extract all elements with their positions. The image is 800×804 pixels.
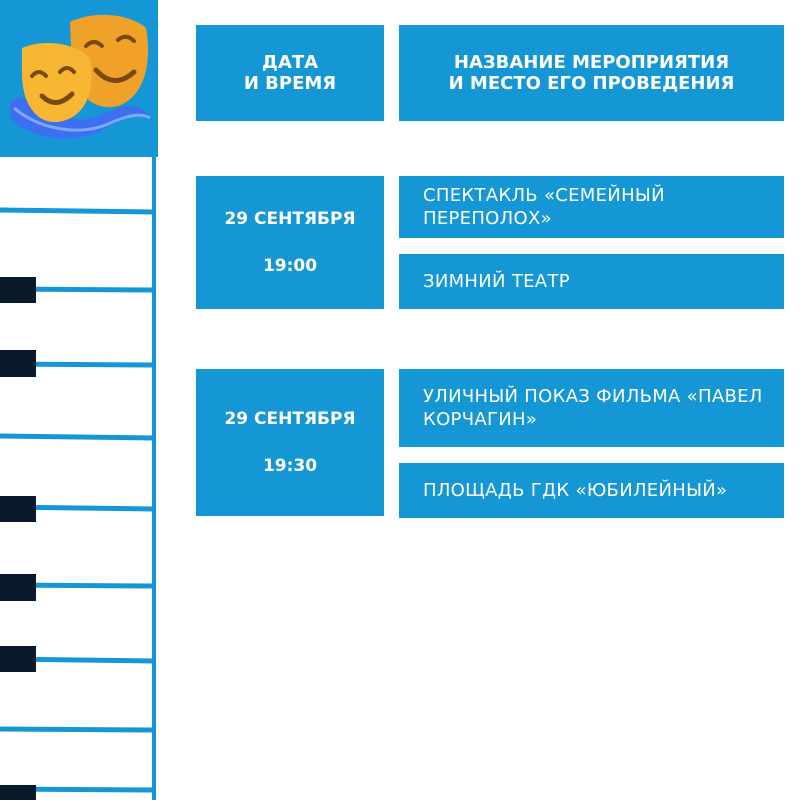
event-2-time: 19:30 <box>262 456 318 476</box>
event-2-place-text: ПЛОЩАДЬ ГДК «ЮБИЛЕЙНЫЙ» <box>423 480 728 501</box>
event-1-title: СПЕКТАКЛЬ «СЕМЕЙНЫЙ ПЕРЕПОЛОХ» <box>399 176 784 238</box>
event-1-place-text: ЗИМНИЙ ТЕАТР <box>423 271 570 292</box>
event-1-date: 29 СЕНТЯБРЯ <box>224 209 356 229</box>
event-1-time: 19:00 <box>262 256 318 276</box>
event-2-place: ПЛОЩАДЬ ГДК «ЮБИЛЕЙНЫЙ» <box>399 463 784 518</box>
event-1-place: ЗИМНИЙ ТЕАТР <box>399 254 784 309</box>
header-date-time: ДАТА И ВРЕМЯ <box>196 25 384 121</box>
event-2-title: УЛИЧНЫЙ ПОКАЗ ФИЛЬМА «ПАВЕЛ КОРЧАГИН» <box>399 369 784 447</box>
header-event-name-place: НАЗВАНИЕ МЕРОПРИЯТИЯ И МЕСТО ЕГО ПРОВЕДЕ… <box>399 25 784 121</box>
event-2-date-time: 29 СЕНТЯБРЯ 19:30 <box>196 369 384 516</box>
header-date-time-label: ДАТА И ВРЕМЯ <box>243 52 337 94</box>
event-2-date: 29 СЕНТЯБРЯ <box>224 409 356 429</box>
logo-panel <box>0 0 158 157</box>
header-event-name-place-label: НАЗВАНИЕ МЕРОПРИЯТИЯ И МЕСТО ЕГО ПРОВЕДЕ… <box>448 52 735 94</box>
event-1-date-time: 29 СЕНТЯБРЯ 19:00 <box>196 176 384 309</box>
sidebar-decoration <box>0 0 160 800</box>
theatre-masks-icon <box>10 14 152 139</box>
event-2-title-text: УЛИЧНЫЙ ПОКАЗ ФИЛЬМА «ПАВЕЛ КОРЧАГИН» <box>423 386 763 430</box>
event-1-title-text: СПЕКТАКЛЬ «СЕМЕЙНЫЙ ПЕРЕПОЛОХ» <box>423 185 665 229</box>
piano-keys-decoration <box>0 157 160 800</box>
